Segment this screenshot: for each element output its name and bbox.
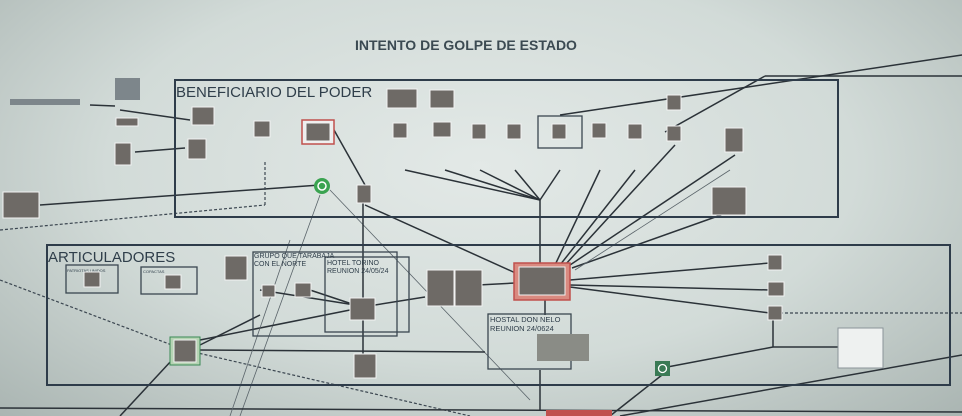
hotel-torino-label-1: HOTEL TORINO: [327, 260, 380, 267]
diagram-title: INTENTO DE GOLPE DE ESTADO: [355, 37, 577, 53]
hostal-label-1: HOSTAL DON NELO: [490, 315, 561, 324]
grupo-norte-label-1: GRUPO QUE TARABAJA: [254, 253, 335, 260]
beneficiario-label: BENEFICIARIO DEL PODER: [176, 84, 372, 101]
hostal-label-2: REUNION 24/0624: [490, 324, 554, 333]
grupo-norte-label-2: CON EL NORTE: [254, 261, 306, 268]
meeting-photo: [537, 334, 589, 361]
hotel-torino-group: [324, 256, 410, 333]
whatsapp-icon: [314, 178, 330, 194]
copactas-label: COPACTAS: [143, 269, 165, 274]
person-nodes: [2, 78, 884, 416]
copactas-group: [140, 266, 198, 295]
beneficiario-section: [174, 79, 839, 218]
patriotas-group: [65, 264, 119, 294]
grupo-norte-group: [252, 251, 398, 337]
patriotas-label: PATRIOTAS UNIDOS: [67, 268, 106, 273]
whatsapp-icon: [655, 361, 670, 376]
connection-lines: [0, 54, 962, 416]
articuladores-label: ARTICULADORES: [48, 249, 175, 266]
hotel-torino-label-2: REUNION 24/05/24: [327, 268, 389, 275]
articuladores-section: [46, 244, 951, 386]
